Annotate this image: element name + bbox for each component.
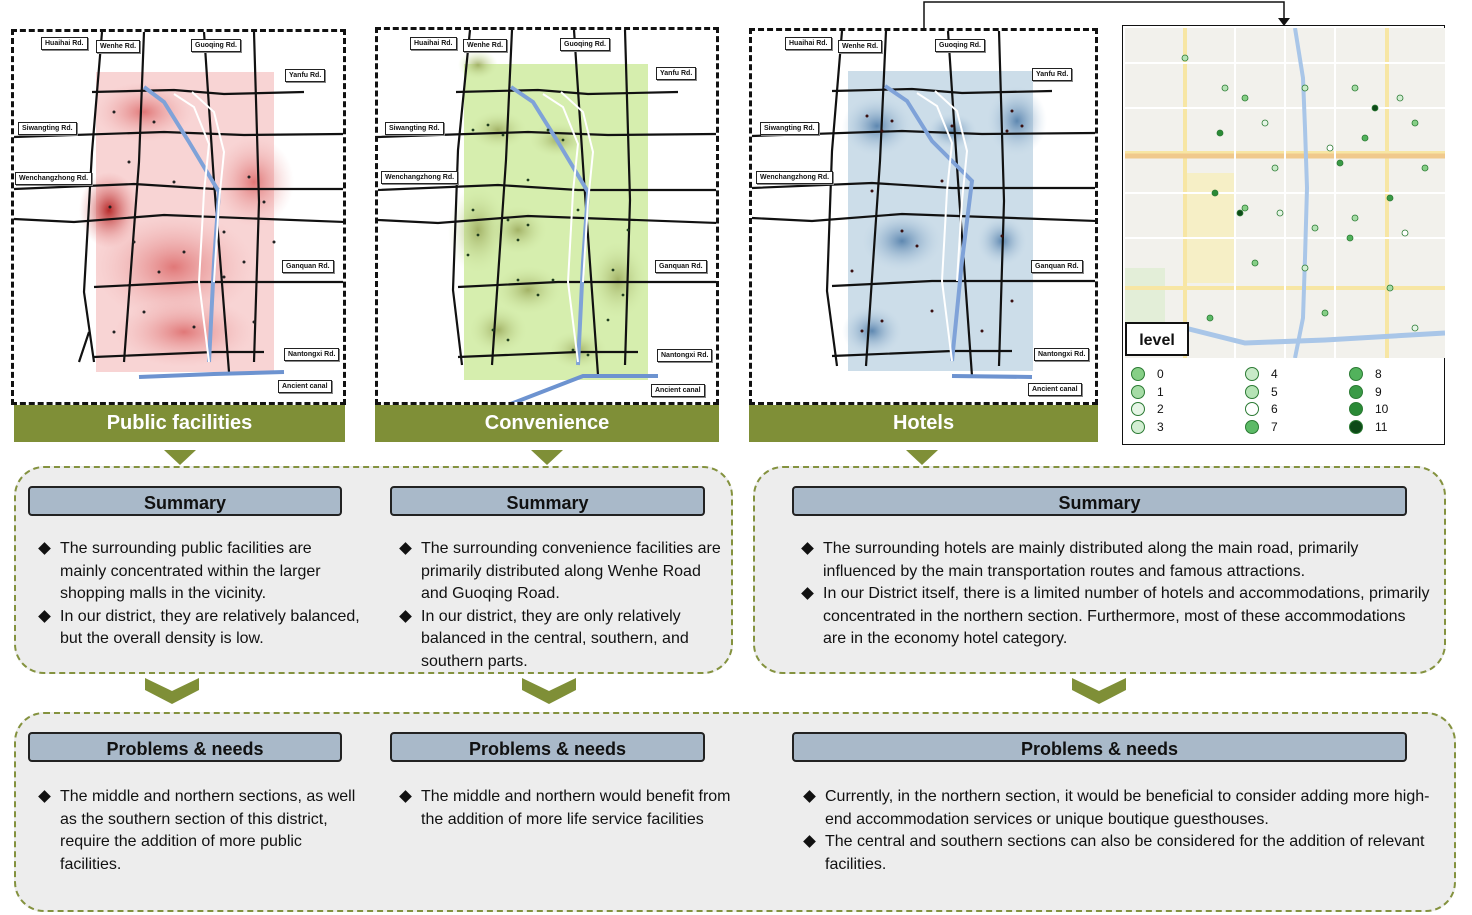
road-label-ganquan: Ganquan Rd. [655, 260, 707, 273]
level-swatch-icon [1349, 384, 1363, 399]
legend-label: 3 [1157, 419, 1164, 434]
hotel-level-map [1122, 25, 1445, 445]
map-panel-public-facilities: Huaihai Rd. Wenhe Rd. Guoqing Rd. Yanfu … [11, 29, 346, 405]
level-swatch-icon [1131, 367, 1145, 381]
legend-label: 6 [1271, 402, 1278, 416]
problems-list-convenience: The middle and northern would benefit fr… [393, 786, 733, 831]
legend-label: 2 [1157, 402, 1164, 416]
heatmap-public-facilities [14, 32, 343, 379]
problems-list-hotels: Currently, in the northern section, it w… [797, 786, 1452, 876]
summary-list-public: The surrounding public facilities are ma… [32, 538, 362, 651]
summary-item: The surrounding hotels are mainly distri… [795, 538, 1431, 583]
connector-arrow [923, 1, 1290, 28]
level-swatch-icon [1245, 367, 1259, 381]
down-arrow [906, 450, 938, 465]
down-arrow [164, 450, 196, 465]
road-label-siwangting: Siwangting Rd. [760, 122, 819, 135]
road-label-wenhe: Wenhe Rd. [96, 40, 141, 53]
road-label-yanfu: Yanfu Rd. [656, 67, 697, 80]
road-label-ganquan: Ganquan Rd. [282, 260, 334, 273]
down-arrow [531, 450, 563, 465]
chevron-down-icon [145, 678, 199, 704]
road-label-nantongxi: Nantongxi Rd. [1034, 348, 1090, 361]
legend-label: 8 [1375, 367, 1382, 381]
summary-header-public: Summary [28, 486, 342, 516]
road-label-siwangting: Siwangting Rd. [18, 122, 77, 135]
legend-label: 0 [1157, 367, 1164, 381]
chevron-down-icon [1072, 678, 1126, 704]
level-swatch-icon [1245, 402, 1259, 416]
problems-list-public: The middle and northern sections, as wel… [32, 786, 357, 876]
problem-item: The central and southern sections can al… [797, 831, 1452, 876]
map-panel-hotels: Huaihai Rd. Wenhe Rd. Guoqing Rd. Yanfu … [749, 28, 1098, 405]
summary-item: The surrounding convenience facilities a… [393, 538, 727, 606]
summary-header-convenience: Summary [390, 486, 705, 516]
summary-header-hotels: Summary [792, 486, 1407, 516]
level-swatch-icon [1245, 419, 1259, 434]
level-swatch-icon [1245, 384, 1259, 399]
summary-item: In our district, they are relatively bal… [32, 606, 362, 651]
legend-label: 11 [1375, 419, 1388, 434]
banner-public-facilities: Public facilities [14, 405, 345, 442]
legend-label: 4 [1271, 367, 1278, 381]
summary-list-convenience: The surrounding convenience facilities a… [393, 538, 727, 673]
heatmap-convenience [378, 30, 716, 402]
road-label-huaihai: Huaihai Rd. [410, 37, 457, 50]
road-label-canal: Ancient canal [651, 384, 705, 397]
legend-label: 5 [1271, 384, 1278, 399]
road-label-wenhe: Wenhe Rd. [463, 39, 508, 52]
summary-item: The surrounding public facilities are ma… [32, 538, 362, 606]
heatmap-hotels [752, 31, 1095, 379]
road-label-guoqing: Guoqing Rd. [935, 39, 985, 52]
level-swatch-icon [1349, 402, 1363, 416]
summary-item: In our District itself, there is a limit… [795, 583, 1431, 651]
chevron-down-icon [522, 678, 576, 704]
level-swatch-icon [1349, 367, 1363, 381]
road-label-wenhe: Wenhe Rd. [838, 40, 883, 53]
road-label-wenchangzhong: Wenchangzhong Rd. [756, 171, 834, 184]
road-label-guoqing: Guoqing Rd. [191, 39, 241, 52]
banner-convenience: Convenience [375, 405, 719, 442]
problems-header-hotels: Problems & needs [792, 732, 1407, 762]
hotel-map-basemap [1125, 28, 1445, 358]
road-label-nantongxi: Nantongxi Rd. [657, 349, 713, 362]
level-swatch-icon [1349, 419, 1363, 434]
legend-label: 1 [1157, 384, 1164, 399]
road-label-yanfu: Yanfu Rd. [1032, 68, 1073, 81]
road-label-huaihai: Huaihai Rd. [785, 37, 832, 50]
road-label-nantongxi: Nantongxi Rd. [284, 348, 340, 361]
road-label-huaihai: Huaihai Rd. [41, 37, 88, 50]
problem-item: The middle and northern sections, as wel… [32, 786, 357, 876]
road-label-canal: Ancient canal [1028, 383, 1082, 396]
road-label-canal: Ancient canal [278, 380, 332, 393]
level-swatch-icon [1131, 384, 1145, 399]
map-panel-convenience: Huaihai Rd. Wenhe Rd. Guoqing Rd. Yanfu … [375, 27, 719, 405]
road-label-yanfu: Yanfu Rd. [285, 69, 326, 82]
legend-label: 10 [1375, 402, 1389, 416]
summary-item: In our district, they are only relativel… [393, 606, 727, 674]
problem-item: Currently, in the northern section, it w… [797, 786, 1452, 831]
legend-label: 7 [1271, 419, 1278, 434]
problem-item: The middle and northern would benefit fr… [393, 786, 733, 831]
road-label-ganquan: Ganquan Rd. [1031, 260, 1083, 273]
banner-hotels: Hotels [749, 405, 1098, 442]
road-label-guoqing: Guoqing Rd. [560, 38, 610, 51]
road-label-wenchangzhong: Wenchangzhong Rd. [15, 172, 93, 185]
level-swatch-icon [1131, 402, 1145, 416]
legend-label: 9 [1375, 384, 1382, 399]
road-label-wenchangzhong: Wenchangzhong Rd. [381, 171, 459, 184]
problems-header-public: Problems & needs [28, 732, 342, 762]
problems-header-convenience: Problems & needs [390, 732, 705, 762]
level-swatch-icon [1131, 419, 1145, 434]
summary-list-hotels: The surrounding hotels are mainly distri… [795, 538, 1431, 651]
legend-title: level [1125, 322, 1189, 356]
road-label-siwangting: Siwangting Rd. [385, 122, 444, 135]
